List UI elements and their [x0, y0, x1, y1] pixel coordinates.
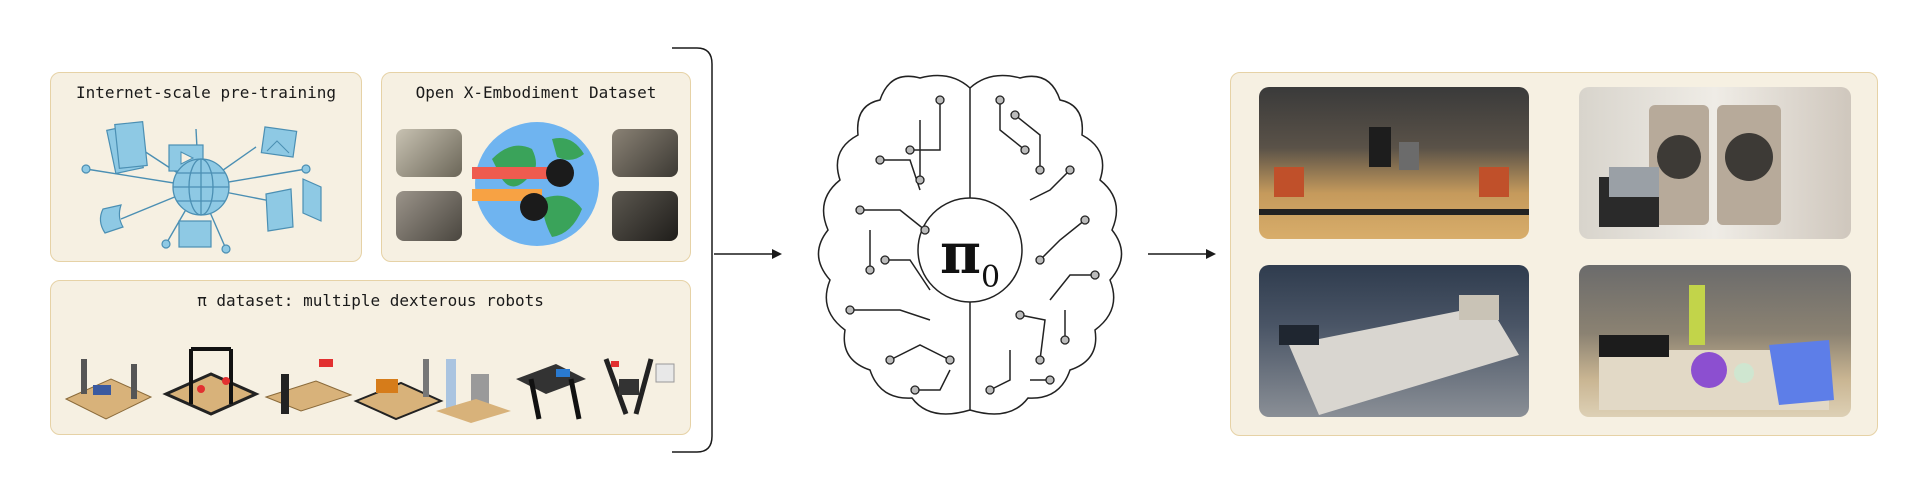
robot-fleet-illustration	[64, 347, 675, 423]
document-icon	[106, 120, 148, 175]
arrow-to-tasks	[1148, 249, 1216, 259]
task-photo-1-sketch	[1259, 127, 1529, 215]
openx-thumb-2	[396, 191, 462, 241]
downstream-tasks-panel	[1230, 72, 1878, 436]
robot-icon	[264, 359, 353, 414]
pi-dataset-panel: π dataset: multiple dexterous robots	[50, 280, 691, 435]
robot-icon	[162, 347, 260, 416]
openx-dataset-panel: Open X-Embodiment Dataset	[381, 72, 691, 262]
robot-icon	[603, 358, 675, 415]
internet-network-illustration	[81, 120, 322, 254]
openx-thumb-1	[396, 129, 462, 177]
openx-panel-title: Open X-Embodiment Dataset	[415, 83, 657, 102]
pi-dataset-panel-title: π dataset: multiple dexterous robots	[197, 291, 544, 310]
grouping-bracket	[672, 47, 713, 453]
openx-thumb-4	[612, 191, 678, 241]
task-photo-bussing	[1579, 265, 1851, 417]
openx-thumb-3	[612, 129, 678, 177]
robot-icon	[353, 359, 444, 421]
model-label: π0	[920, 214, 1020, 295]
globe-icon	[172, 158, 230, 216]
model-subscript: 0	[980, 260, 1001, 295]
task-photo-tabletop-coffee	[1259, 87, 1529, 239]
internet-pretraining-panel: Internet-scale pre-training	[50, 72, 362, 262]
internet-panel-title: Internet-scale pre-training	[75, 83, 337, 102]
image-icon	[260, 126, 298, 158]
robot-icon	[436, 359, 511, 423]
task-photo-2-sketch	[1599, 105, 1781, 227]
brain-icon	[817, 74, 1123, 415]
model-symbol: π	[939, 221, 981, 287]
arrow-to-model	[714, 249, 782, 259]
robot-icon	[64, 359, 153, 420]
task-photo-table-wiping	[1259, 265, 1529, 417]
openx-globe-illustration	[472, 122, 599, 246]
task-photo-4-sketch	[1599, 285, 1834, 410]
task-photo-laundry	[1579, 87, 1851, 239]
robot-icon	[516, 364, 586, 420]
task-photo-3-sketch	[1279, 295, 1519, 415]
